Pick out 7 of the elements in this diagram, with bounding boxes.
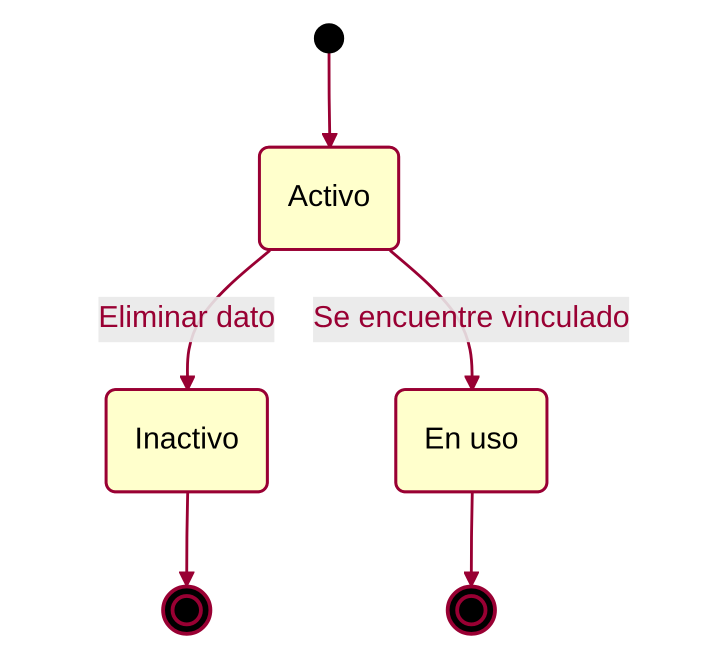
node-circle [314, 23, 344, 54]
edge-label: Eliminar dato [98, 302, 276, 335]
arrow [178, 492, 196, 588]
arrow [463, 492, 480, 588]
node-circle [446, 584, 497, 636]
edge-label: Se encuentre vinculado [313, 302, 630, 335]
node-circle [161, 584, 212, 636]
